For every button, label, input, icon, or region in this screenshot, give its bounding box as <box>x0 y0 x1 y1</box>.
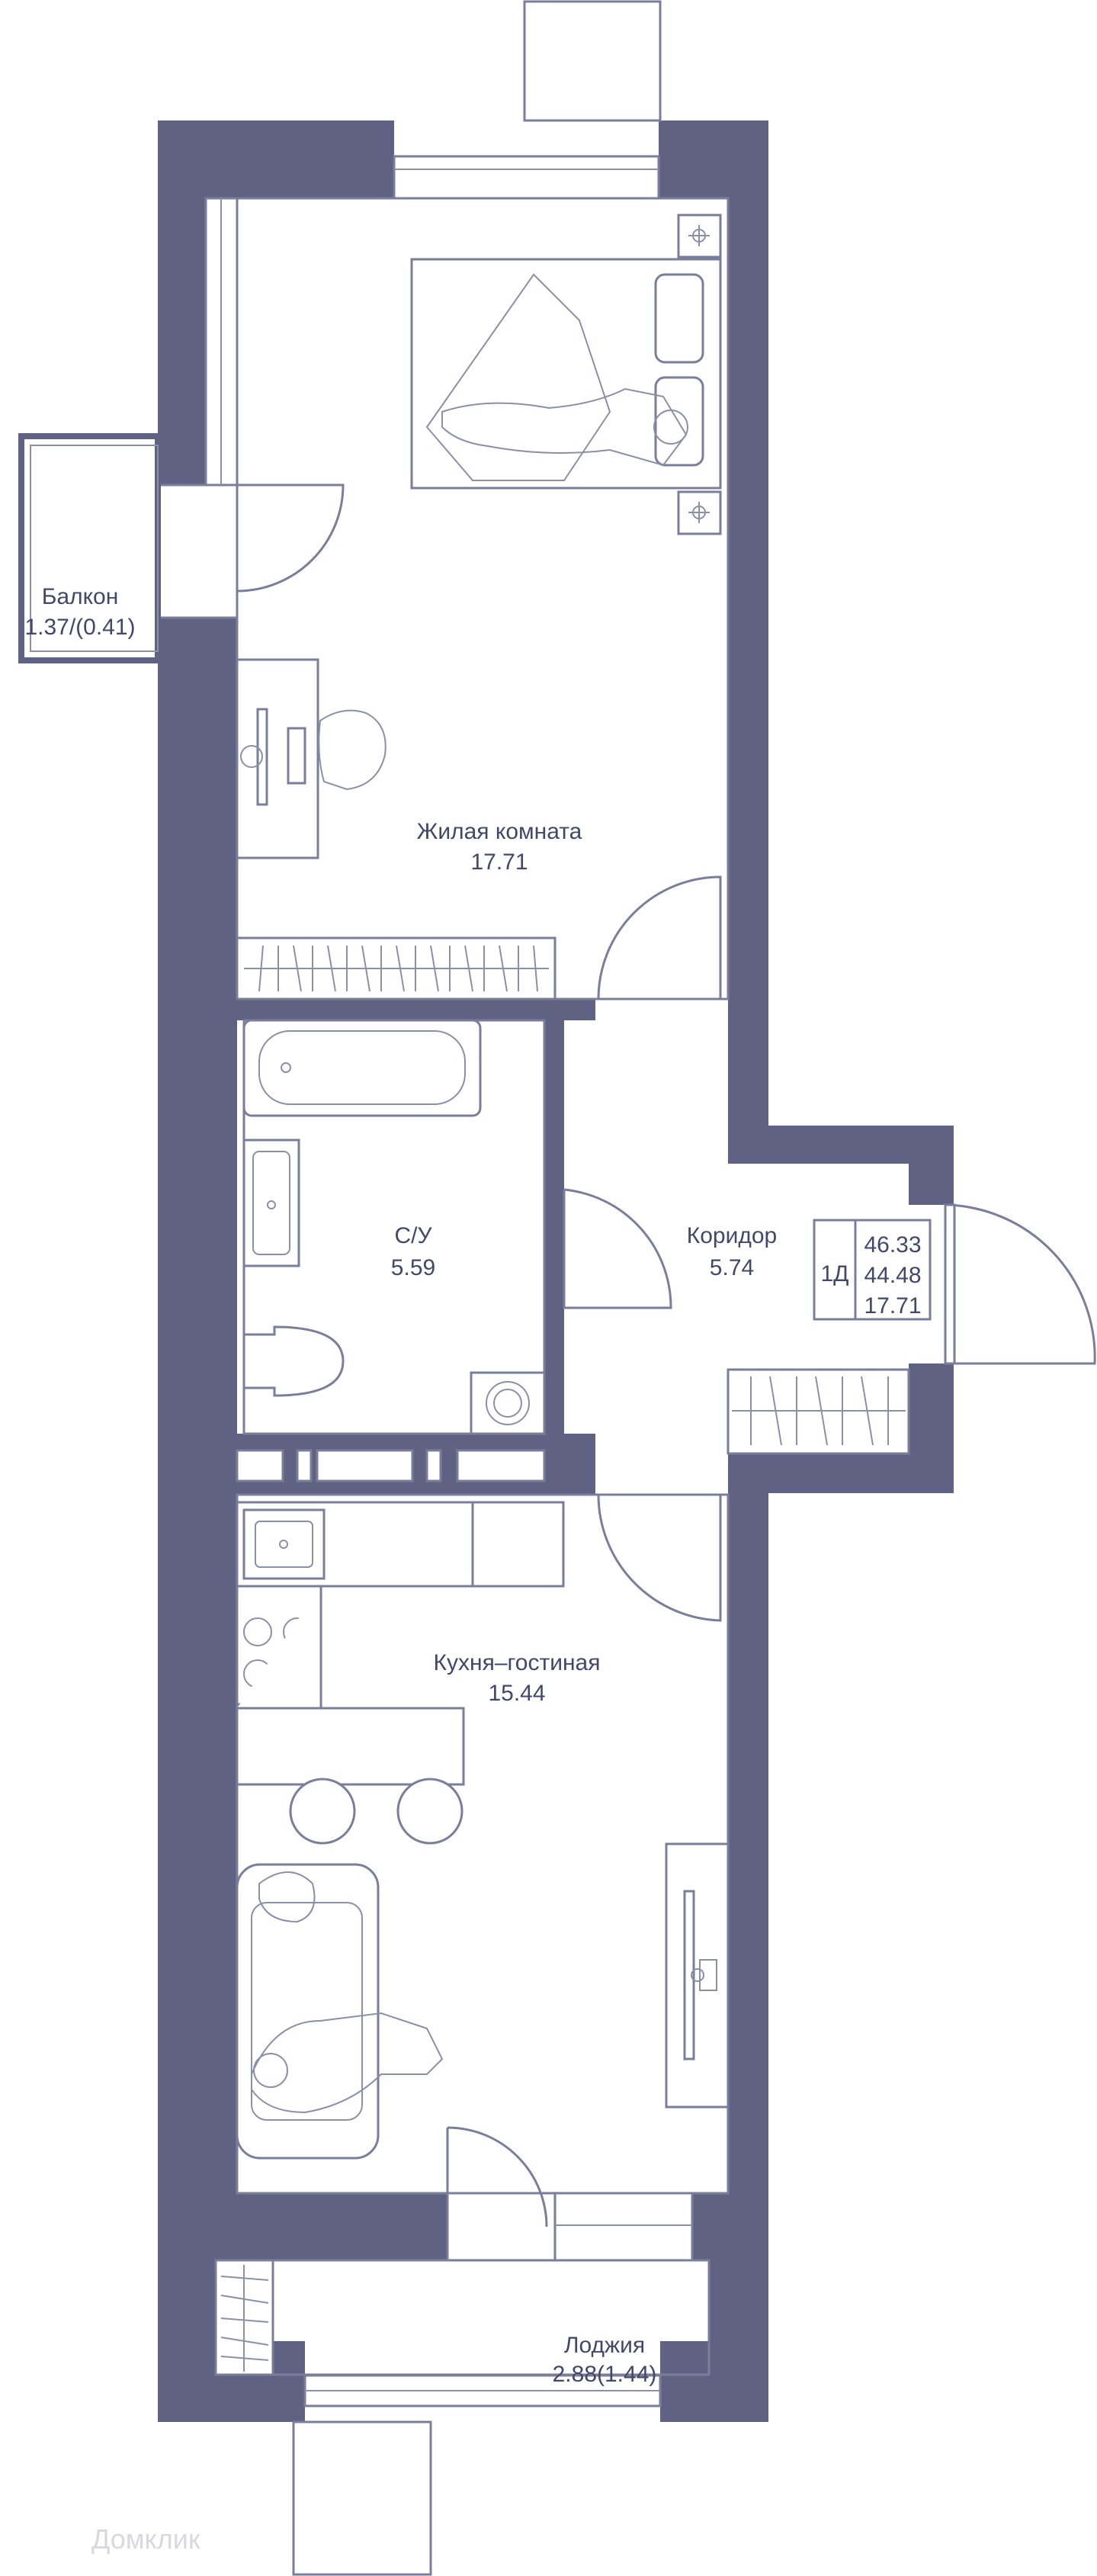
watermark: Домклик <box>91 2523 200 2555</box>
loggia-area: 2.88(1.44) <box>553 2362 657 2387</box>
bedroom-area: 17.71 <box>470 850 528 875</box>
washing-machine <box>470 1371 546 1435</box>
wall-left-middle <box>158 618 237 2265</box>
person-on-sofa <box>251 2012 444 2114</box>
vent-3 <box>316 1449 414 1482</box>
door-entrance <box>944 1203 1096 1365</box>
pillow-top <box>654 273 704 364</box>
entrance-frame <box>944 1203 956 1365</box>
room-labels: Жилая комната 17.71 С/У 5.59 Коридор 5.7… <box>24 584 921 2387</box>
summary-living-excl: 44.48 <box>864 1263 921 1288</box>
sink <box>242 1139 300 1267</box>
summary-box <box>813 1219 932 1321</box>
tv-stand <box>665 1842 730 2109</box>
kitchen-area: 15.44 <box>488 1681 545 1706</box>
vent-2 <box>296 1449 313 1482</box>
summary-living: 17.71 <box>864 1293 921 1319</box>
loggia-name: Лоджия <box>564 2333 645 2358</box>
balcony-name: Балкон <box>42 584 119 609</box>
blanket <box>425 273 611 481</box>
wall-right-lower <box>728 1453 768 2269</box>
window-top <box>393 155 660 200</box>
bathroom-name: С/У <box>394 1223 432 1248</box>
summary-type: 1Д <box>820 1261 848 1286</box>
door-bedroom <box>597 875 722 1000</box>
wall-right-upper <box>728 120 768 1127</box>
corridor-furniture <box>727 1219 932 1455</box>
corridor-name: Коридор <box>687 1223 777 1248</box>
bathtub <box>242 1019 482 1117</box>
doors <box>236 483 1096 2260</box>
door-bathroom <box>563 1188 672 1309</box>
hangers <box>258 945 538 992</box>
wall-corridor-right-top <box>909 1126 954 1205</box>
kitchen-island <box>236 1707 465 1786</box>
wall-kitchen-loggia-left <box>158 2193 447 2260</box>
desk-chair <box>318 709 387 791</box>
tv <box>683 1890 695 2060</box>
door-balcony <box>236 483 345 593</box>
walls <box>158 120 954 2422</box>
loggia-hangers <box>220 2265 269 2372</box>
windows <box>156 0 694 2576</box>
balcony-frame <box>18 433 161 663</box>
bar-stool-1 <box>289 1778 356 1845</box>
fridge <box>471 1501 565 1588</box>
kitchen-furniture <box>236 1501 730 2160</box>
window-kitchen-loggia <box>553 2192 694 2262</box>
loggia-furniture <box>214 2259 274 2376</box>
vent-1 <box>236 1449 284 1482</box>
kitchen-name: Кухня–гостиная <box>434 1650 601 1675</box>
toilet <box>242 1325 345 1397</box>
wall-bedroom-bath <box>237 999 595 1020</box>
window-top-projection <box>523 0 662 122</box>
window-loggia-projection <box>292 2420 432 2576</box>
wall-loggia-bottom-right <box>660 2341 768 2422</box>
wall-kitchen-loggia-right <box>692 2193 768 2260</box>
bar-stool-2 <box>396 1778 463 1845</box>
balcony <box>18 433 161 663</box>
corridor-hangers <box>750 1376 889 1446</box>
bathroom-fixtures <box>242 1019 546 1435</box>
bedroom-name: Жилая комната <box>417 819 582 844</box>
bathroom-area: 5.59 <box>391 1255 435 1280</box>
vent-5 <box>456 1449 546 1482</box>
corridor-area: 5.74 <box>710 1255 754 1280</box>
summary-total: 46.33 <box>864 1232 921 1257</box>
sofa <box>236 1863 380 2160</box>
window-balcony <box>156 483 239 619</box>
keyboard <box>287 727 306 785</box>
door-kitchen <box>597 1494 722 1622</box>
bedroom-furniture <box>236 214 722 1001</box>
pillow-bottom <box>654 376 704 467</box>
balcony-area: 1.37/(0.41) <box>24 615 135 640</box>
vent-4 <box>425 1449 442 1482</box>
island-connector <box>237 1586 322 1710</box>
wall-bath-corridor <box>544 999 564 1434</box>
